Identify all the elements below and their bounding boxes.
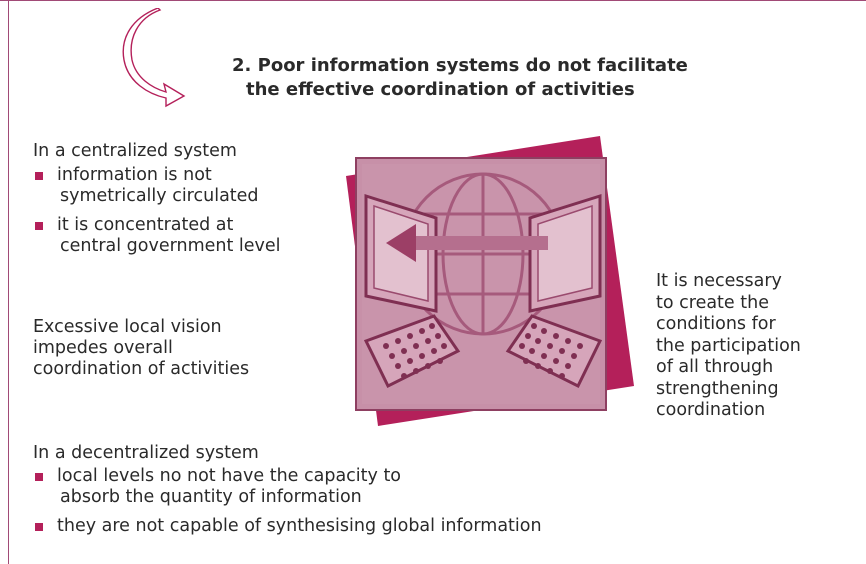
globe-computers-illustration <box>346 136 634 426</box>
slide-title-line-1: 2. Poor information systems do not facil… <box>232 55 688 76</box>
bullet-text-line-1: local levels no not have the capacity to <box>57 466 402 486</box>
conclusion-line: It is necessary <box>656 271 782 291</box>
conclusion-line: strengthening <box>656 378 779 399</box>
frame-left-line <box>8 0 9 564</box>
slide-title: 2. Poor information systems do not facil… <box>232 54 688 102</box>
bullet-square-icon <box>35 222 43 230</box>
bullet-square-icon <box>35 473 43 481</box>
bullet-text-line-1: it is concentrated at <box>57 215 234 235</box>
left-keyboard-icon <box>363 314 461 389</box>
conclusion-text: It is necessary to create the conditions… <box>656 271 801 422</box>
conclusion-line: the participation <box>656 335 801 356</box>
slide-title-line-2: the effective coordination of activities <box>246 79 635 100</box>
centralized-heading: In a centralized system <box>33 141 237 161</box>
decentralized-heading: In a decentralized system <box>33 443 259 463</box>
bullet-square-icon <box>35 523 43 531</box>
bullet-text-line-2: central government level <box>60 236 281 256</box>
conclusion-line: of all through <box>656 357 774 377</box>
bullet-text-line-1: information is not <box>57 165 212 185</box>
local-vision-line-2: impedes overall <box>33 338 173 358</box>
conclusion-line: coordination <box>656 400 766 420</box>
frame-top-line <box>0 0 866 1</box>
bullet-text-line-2: symetrically circulated <box>60 186 259 206</box>
local-vision-line-3: coordination of activities <box>33 359 250 379</box>
exchange-arrow-icon <box>386 224 548 262</box>
bullet-text-line-2: absorb the quantity of information <box>60 487 362 507</box>
bullet-square-icon <box>35 172 43 180</box>
right-keyboard-icon <box>505 314 603 389</box>
conclusion-line: conditions for <box>656 314 776 334</box>
curved-arrow-icon <box>122 8 186 108</box>
local-vision-line-1: Excessive local vision <box>33 317 222 337</box>
bullet-text-line-1: they are not capable of synthesising glo… <box>57 516 542 536</box>
local-vision-text: Excessive local vision impedes overall c… <box>33 317 249 380</box>
conclusion-line: to create the <box>656 292 769 313</box>
